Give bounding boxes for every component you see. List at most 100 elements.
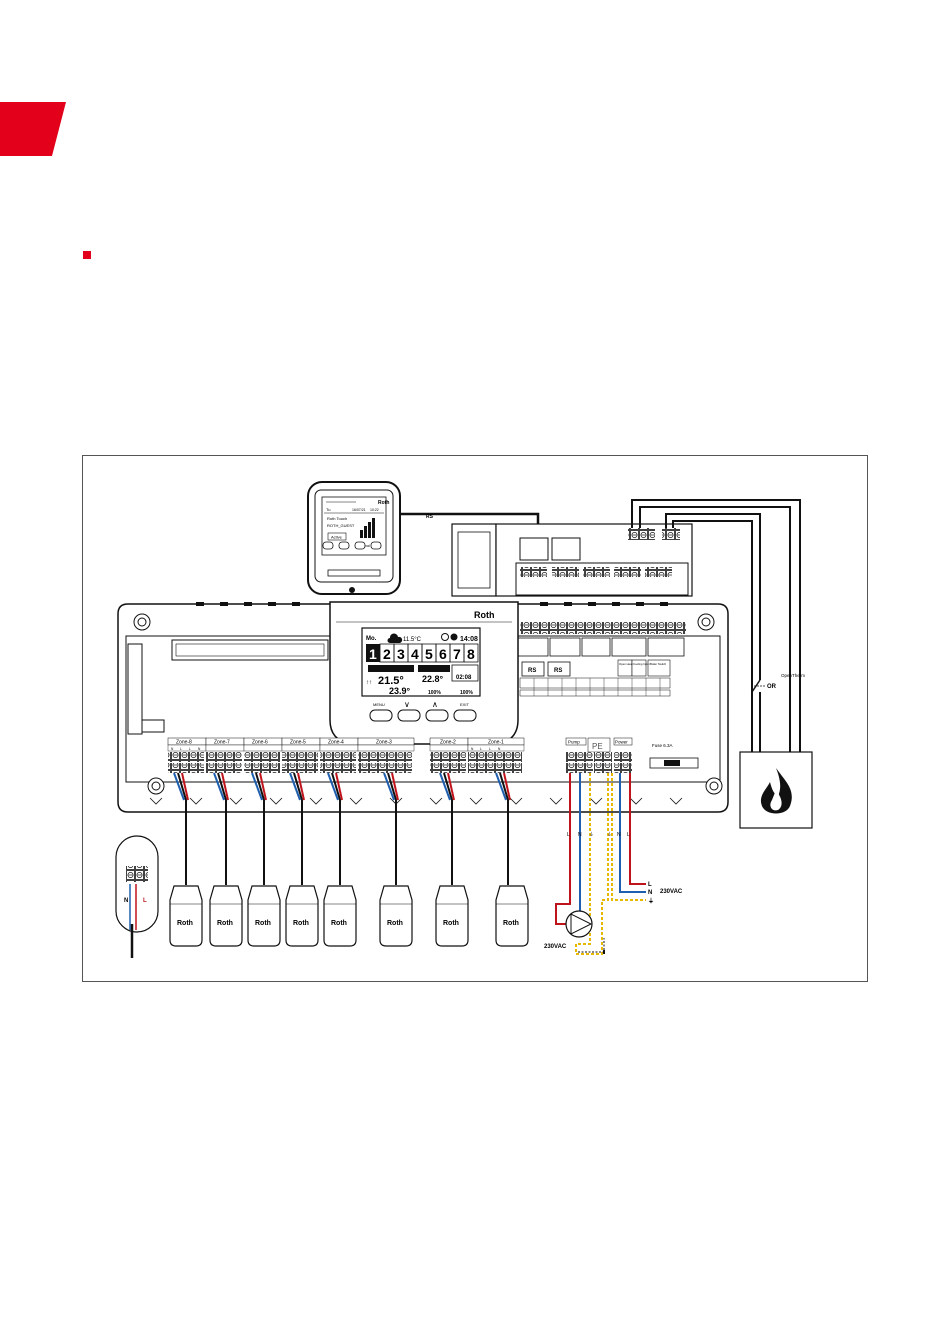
- zone-terminal-blocks: [168, 752, 699, 773]
- zone-1-n2: N: [498, 747, 501, 751]
- weather-icon: [387, 633, 403, 643]
- room-unit-brand: Roth: [378, 500, 389, 506]
- actuator-4: Roth: [323, 885, 357, 947]
- plug-module: N L: [115, 835, 159, 958]
- actuator-brand: Roth: [331, 920, 347, 927]
- open-heat-label: Open Heat: [619, 662, 633, 666]
- zone-digit-3: 3: [397, 646, 405, 662]
- zone-8-n: N: [171, 747, 174, 751]
- rs-bus-label: RS: [426, 514, 434, 520]
- up-button-label: ∧: [432, 700, 438, 709]
- zone-1-l: L: [480, 747, 482, 751]
- room-unit-name: Roth Touch: [327, 516, 347, 521]
- power-terminal-l: L: [627, 832, 630, 838]
- power-section-label: Power: [615, 740, 628, 745]
- controller-display-module: Roth Mo. 11.5°C 14:08 1 2 3 4 5 6 7 8 ↑↑…: [329, 601, 519, 745]
- controller-right-connectors: RS RS Open Heat Cooling Input Boiler Swi…: [517, 622, 686, 697]
- zone-digit-2: 2: [383, 646, 391, 662]
- actuator-brand: Roth: [217, 920, 233, 927]
- display-second-temp: 22.8°: [422, 674, 444, 684]
- pe-section-label: PE: [592, 742, 603, 751]
- up-button[interactable]: [425, 709, 449, 722]
- zone-digit-7: 7: [453, 646, 461, 662]
- display-day: Mo.: [366, 636, 377, 642]
- boiler-switch-label: Boiler Switch: [650, 662, 667, 666]
- room-unit-day: Tu: [326, 507, 331, 512]
- pump-earth-dotted: [578, 938, 605, 953]
- zone-digit-4: 4: [411, 646, 419, 662]
- actuator-brand: Roth: [177, 920, 193, 927]
- actuator-6: Roth: [247, 885, 281, 947]
- room-unit-network: ROTH_GUEST: [327, 523, 355, 528]
- actuator-brand: Roth: [293, 920, 309, 927]
- boiler: [739, 751, 813, 829]
- display-time: 14:08: [460, 636, 478, 643]
- zone-digit-1: 1: [369, 646, 377, 662]
- pump-terminal-n: N: [578, 832, 582, 838]
- zone-digit-6: 6: [439, 646, 447, 662]
- pump-section-label: Pump: [568, 740, 580, 745]
- actuator-cables: [173, 772, 511, 885]
- pump-voltage-label: 230VAC: [544, 944, 567, 950]
- plug-l-label: L: [143, 898, 147, 904]
- rs-port-label-1: RS: [528, 668, 536, 674]
- power-terminal-pe: ⏚: [607, 831, 612, 838]
- zone-8-l2: L: [189, 747, 191, 751]
- display-setpoint: 23.9°: [389, 686, 411, 696]
- display-valve: 100%: [428, 690, 441, 696]
- flame-status-icon: [450, 633, 458, 641]
- display-outdoor-temp: 11.5°C: [403, 637, 422, 643]
- zone-5-label: Zone-5: [290, 740, 306, 746]
- actuator-brand: Roth: [255, 920, 271, 927]
- mains-pe-label: ⏚: [648, 898, 654, 905]
- exit-button-label: EXIT: [460, 702, 469, 707]
- menu-button-label: MENU: [373, 702, 385, 707]
- controller-brand: Roth: [474, 610, 495, 620]
- mains-n-label: N: [648, 890, 652, 896]
- actuator-brand: Roth: [387, 920, 403, 927]
- extension-module: [451, 523, 693, 597]
- mains-wiring: [611, 773, 646, 901]
- actuator-1: Roth: [495, 885, 529, 947]
- zone-digit-5: 5: [425, 646, 433, 662]
- actuator-2: Roth: [435, 885, 469, 947]
- zone-6-label: Zone-6: [252, 740, 268, 746]
- wiring-diagram-frame: [82, 455, 868, 982]
- down-button[interactable]: [397, 709, 421, 722]
- zone-labels: Zone-8 Zone-7 Zone-6 Zone-5 Zone-4 Zone-…: [167, 737, 673, 753]
- room-unit-buttons: [322, 541, 382, 550]
- zone-8-n2: N: [198, 747, 201, 751]
- actuator-5: Roth: [285, 885, 319, 947]
- section-bullet: [83, 251, 91, 259]
- cooling-input-label: Cooling Input: [633, 662, 650, 666]
- actuator-7: Roth: [209, 885, 243, 947]
- menu-button[interactable]: [369, 709, 393, 722]
- boiler-switch-icon: [751, 679, 766, 752]
- zone-1-l2: L: [489, 747, 491, 751]
- display-actual-temp: 21.5°: [378, 675, 404, 687]
- clock-icon: [441, 633, 449, 641]
- plug-n-label: N: [124, 898, 128, 904]
- room-unit-time: 10:22: [370, 508, 379, 512]
- room-unit-active: Active: [331, 535, 343, 540]
- zone-7-label: Zone-7: [214, 740, 230, 746]
- down-button-label: ∨: [404, 700, 410, 709]
- actuators: Roth Roth Roth Roth Roth Roth: [169, 885, 529, 947]
- actuator-brand: Roth: [443, 920, 459, 927]
- opentherm-label: OpenTherm: [781, 673, 805, 678]
- rs-port-label-2: RS: [554, 668, 562, 674]
- zone-8-l: L: [180, 747, 182, 751]
- room-unit: Roth Tu 16/07/21 10:22 Roth Touch ROTH_G…: [307, 481, 401, 595]
- boiler-or-label: OR: [767, 684, 777, 690]
- exit-button[interactable]: [453, 709, 477, 722]
- pump-terminal-l: L: [567, 832, 570, 838]
- corner-brand-tab: [0, 102, 66, 156]
- zone-8-label: Zone-8: [176, 740, 192, 746]
- zone-digit-8: 8: [467, 646, 475, 662]
- mains-voltage-label: 230VAC: [660, 889, 683, 895]
- display-battery: 100%: [460, 690, 473, 696]
- pump-terminal-pe: ⏚: [589, 831, 594, 838]
- zone-4-label: Zone-4: [328, 740, 344, 746]
- boiler-cables: [631, 499, 801, 752]
